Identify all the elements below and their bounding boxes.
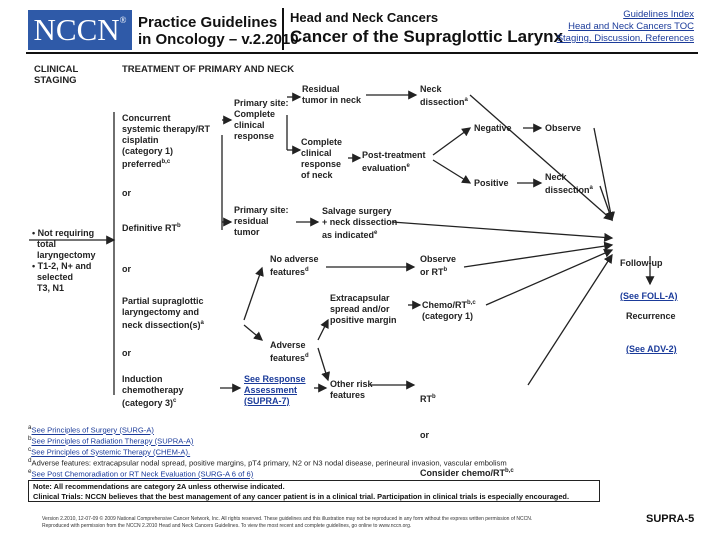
- nav-staging[interactable]: Staging, Discussion, References: [556, 33, 694, 44]
- link-adv-2[interactable]: (See ADV-2): [626, 344, 677, 354]
- node-adverse: Adverse featuresd: [270, 340, 309, 363]
- option-partial-laryngectomy: Partial supraglottic laryngectomy and ne…: [122, 296, 204, 330]
- node-chemo-rt: Chemo/RTb,c (category 1): [422, 300, 476, 321]
- column-clinical-staging: CLINICAL STAGING: [34, 64, 79, 86]
- column-treatment: TREATMENT OF PRIMARY AND NECK: [122, 64, 295, 75]
- node-primary-complete: Primary site: Complete clinical response: [234, 98, 289, 141]
- or-line: or: [420, 430, 429, 440]
- node-observe-1: Observe: [545, 123, 582, 133]
- copyright-line-1: Version 2.2010, 12-07-09 © 2009 National…: [42, 516, 533, 522]
- node-recurrence: Recurrence (See ADV-2): [626, 289, 677, 366]
- guideline-title: Practice Guidelines in Oncology – v.2.20…: [138, 14, 299, 48]
- option-definitive-rt: Definitive RTb: [122, 223, 181, 233]
- option-concurrent: Concurrent systemic therapy/RT cisplatin…: [122, 113, 211, 169]
- footnote-b[interactable]: bSee Principles of Radiation Therapy (SU…: [28, 435, 194, 446]
- title-line1: Practice Guidelines: [138, 14, 278, 31]
- recurrence-label: Recurrence: [626, 311, 676, 321]
- follow-up-label: Follow-up: [620, 258, 663, 268]
- node-salvage-surgery: Salvage surgery + neck dissection as ind…: [322, 206, 398, 240]
- node-neck-dissection-2: Neck dissectiona: [545, 172, 593, 195]
- node-post-evaluation: Post-treatment evaluatione: [362, 150, 426, 173]
- page-number: SUPRA-5: [646, 513, 695, 525]
- node-rt-or-consider: RTb or Consider chemo/RTb,c: [420, 367, 514, 491]
- node-positive: Positive: [474, 178, 509, 188]
- nav-toc[interactable]: Head and Neck Cancers TOC: [568, 21, 694, 32]
- link-response-assessment[interactable]: See Response Assessment (SUPRA-7): [244, 374, 306, 406]
- topic-title: Head and Neck Cancers: [290, 10, 439, 25]
- copyright: Version 2.2010, 12-07-09 © 2009 National…: [42, 516, 634, 530]
- note-line-1: Note: All recommendations are category 2…: [33, 482, 285, 491]
- or-label-2: or: [122, 264, 131, 274]
- title-line2: in Oncology – v.2.2010: [138, 31, 299, 48]
- node-other-risk: Other risk features: [330, 379, 373, 400]
- node-negative: Negative: [474, 123, 512, 133]
- header-rule: [26, 52, 698, 54]
- node-extracapsular: Extracapsular spread and/or positive mar…: [330, 293, 397, 325]
- option-induction: Induction chemotherapy (category 3)c: [122, 374, 184, 408]
- header-nav: Guidelines Index Head and Neck Cancers T…: [557, 9, 694, 45]
- link-foll-a[interactable]: (See FOLL-A): [620, 291, 678, 301]
- footnote-e[interactable]: eSee Post Chemoradiation or RT Neck Eval…: [28, 468, 254, 479]
- node-residual-neck: Residual tumor in neck: [302, 84, 362, 105]
- nccn-logo: NCCN®: [28, 10, 132, 50]
- node-no-adverse: No adverse featuresd: [270, 254, 319, 277]
- footnote-d: dAdverse features: extracapsular nodal s…: [28, 457, 507, 468]
- staging-criteria: • Not requiring total laryngectomy • T1-…: [32, 228, 96, 293]
- node-complete-neck: Complete clinical response of neck: [301, 137, 343, 180]
- header-divider: [282, 8, 284, 50]
- note-line-2: Clinical Trials: NCCN believes that the …: [33, 492, 569, 501]
- or-label-3: or: [122, 348, 131, 358]
- or-label-1: or: [122, 188, 131, 198]
- footnote-c[interactable]: cSee Principles of Systemic Therapy (CHE…: [28, 446, 191, 457]
- node-follow-up: Follow-up (See FOLL-A): [620, 236, 678, 313]
- copyright-line-2: Reproduced with permission from the NCCN…: [42, 523, 412, 529]
- nav-guidelines-index[interactable]: Guidelines Index: [623, 9, 694, 20]
- footnote-a[interactable]: aSee Principles of Surgery (SURG-A): [28, 424, 154, 435]
- node-observe-rt: Observe or RTb: [420, 254, 457, 277]
- node-primary-residual: Primary site: residual tumor: [234, 205, 289, 237]
- page-title: Cancer of the Supraglottic Larynx: [290, 27, 563, 46]
- consider-line: Consider chemo/RTb,c: [420, 468, 514, 478]
- node-neck-dissection-1: Neck dissectiona: [420, 84, 468, 107]
- rt-or-line: RTb: [420, 394, 436, 404]
- note-box: Note: All recommendations are category 2…: [28, 480, 600, 502]
